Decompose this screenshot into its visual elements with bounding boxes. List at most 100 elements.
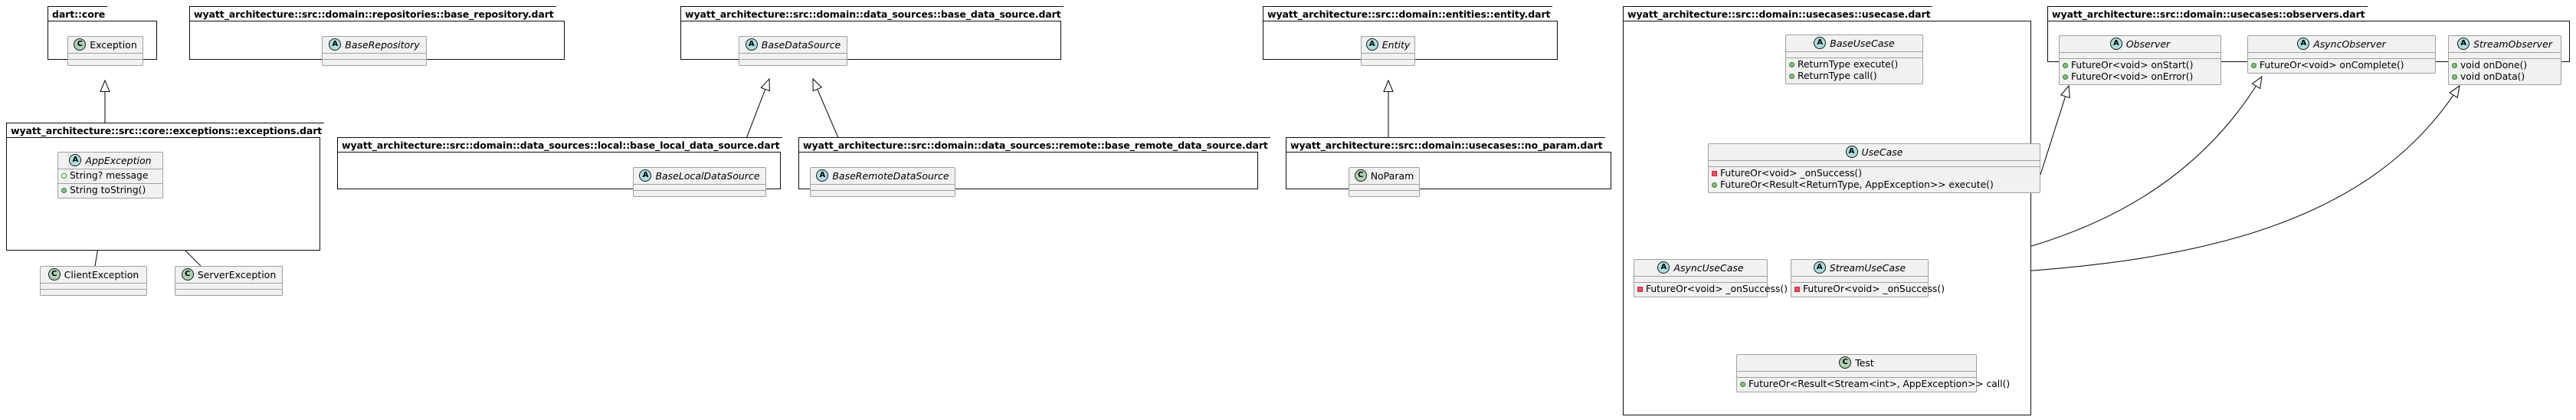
compartment-divider [2248, 58, 2435, 59]
compartment-divider [2449, 52, 2561, 53]
compartment-divider [1786, 51, 1922, 52]
compartment-divider [58, 183, 162, 184]
operations-compartment: void onDone()void onData() [2449, 59, 2561, 84]
attributes-compartment [1786, 52, 1922, 57]
compartment-divider [739, 53, 847, 54]
attributes-compartment [634, 185, 765, 190]
member-label: void onDone() [2460, 60, 2528, 71]
attributes-compartment [1737, 372, 1976, 377]
class-name: ClientException [64, 268, 139, 281]
class-name: BaseLocalDataSource [655, 169, 760, 182]
member-label: FutureOr<void> _onSuccess() [1720, 168, 1862, 179]
package-no-param[interactable]: wyatt_architecture::src::domain::usecase… [1286, 136, 1612, 189]
package-body [680, 21, 1061, 60]
compartment-divider [323, 53, 426, 54]
package-exceptions[interactable]: wyatt_architecture::src::core::exception… [6, 122, 332, 251]
visibility-hollow-icon [61, 173, 67, 179]
compartment-divider [2060, 52, 2220, 53]
member-label: FutureOr<void> onStart() [2071, 60, 2194, 71]
compartment-divider [634, 190, 765, 191]
visibility-public-icon [2452, 63, 2457, 68]
abstract-class-icon: A [329, 38, 342, 51]
compartment-divider [175, 289, 282, 290]
compartment-divider [2060, 58, 2220, 59]
visibility-private-icon [1637, 287, 1643, 292]
visibility-public-icon [2452, 74, 2457, 80]
member-row: FutureOr<Result<Stream<int>, AppExceptio… [1740, 379, 2010, 390]
member-row: FutureOr<Result<ReturnType, AppException… [1712, 179, 2037, 191]
operations-compartment [68, 60, 143, 65]
operations-compartment: FutureOr<void> _onSuccess() [1634, 283, 1788, 297]
member-label: ReturnType call() [1798, 71, 1877, 81]
class-name: NoParam [1370, 169, 1414, 182]
package-base-data-source[interactable]: wyatt_architecture::src::domain::data_so… [680, 5, 1070, 60]
operations-compartment [739, 60, 847, 65]
class-name: Test [1855, 356, 1874, 369]
concrete-class-icon: C [48, 268, 61, 281]
visibility-public-icon [2063, 74, 2068, 80]
concrete-class-icon: C [181, 268, 194, 281]
package-label: wyatt_architecture::src::domain::reposit… [189, 5, 563, 21]
visibility-private-icon [1712, 171, 1717, 176]
member-label: FutureOr<void> onComplete() [2260, 60, 2404, 71]
concrete-class-icon: C [1354, 169, 1367, 182]
member-row: FutureOr<void> onComplete() [2251, 60, 2432, 71]
attributes-compartment: String? message [58, 169, 162, 183]
compartment-divider [41, 289, 146, 290]
class-name: Exception [90, 38, 137, 51]
package-label: wyatt_architecture::src::domain::data_so… [798, 136, 1277, 153]
attributes-compartment [739, 54, 847, 59]
compartment-divider [68, 59, 143, 60]
member-row: void onDone() [2452, 60, 2558, 71]
package-label: wyatt_architecture::src::core::exception… [6, 122, 332, 138]
visibility-public-icon [1789, 74, 1794, 79]
operations-compartment: ReturnType execute()ReturnType call() [1786, 58, 1922, 84]
package-label: wyatt_architecture::src::domain::data_so… [337, 136, 789, 153]
member-row: void onData() [2452, 71, 2558, 83]
edge-usecase-observer [2040, 86, 2069, 176]
operations-compartment [811, 191, 955, 196]
visibility-private-icon [1794, 287, 1800, 292]
package-label: wyatt_architecture::src::domain::data_so… [680, 5, 1070, 21]
member-row: String toString() [61, 185, 159, 196]
abstract-class-icon: A [2297, 38, 2310, 50]
member-row: FutureOr<void> onStart() [2063, 60, 2217, 71]
class-name: BaseRemoteDataSource [832, 169, 949, 182]
member-row: FutureOr<void> _onSuccess() [1712, 168, 2037, 179]
operations-compartment: FutureOr<void> onComplete() [2248, 59, 2435, 73]
concrete-class-icon: C [74, 38, 87, 51]
package-label: wyatt_architecture::src::domain::usecase… [1623, 5, 1940, 21]
abstract-class-icon: A [1813, 261, 1826, 274]
compartment-divider [1737, 377, 1976, 378]
operations-compartment: FutureOr<Result<Stream<int>, AppExceptio… [1737, 378, 2010, 392]
package-label: wyatt_architecture::src::domain::usecase… [1286, 136, 1612, 153]
attributes-compartment [1362, 54, 1414, 59]
class-name: BaseUseCase [1830, 37, 1895, 49]
compartment-divider [1362, 59, 1414, 60]
